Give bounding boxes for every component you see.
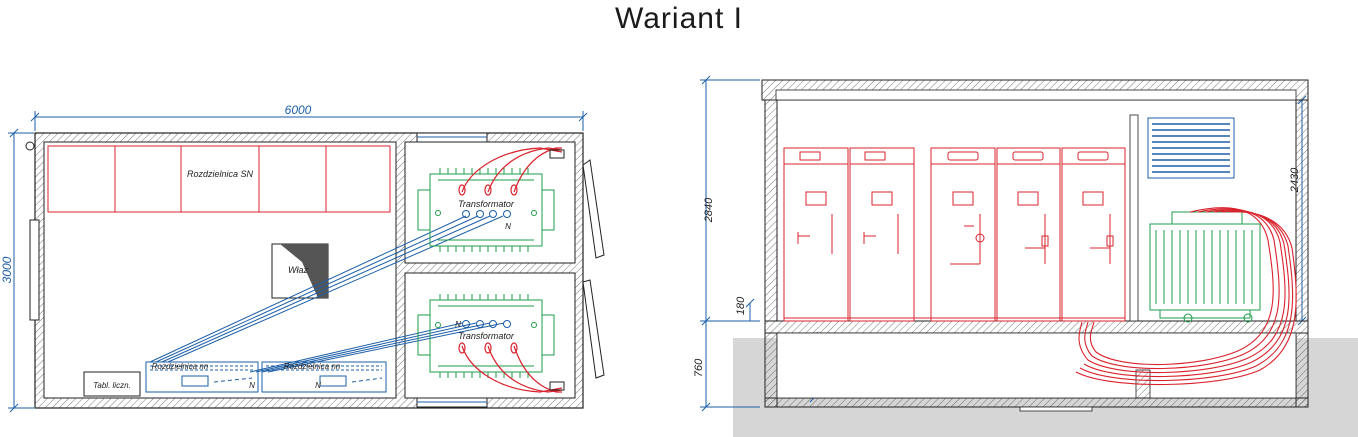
transformer-2-hv-cables	[458, 342, 563, 393]
switchgear-cells	[783, 147, 1126, 322]
transformer-1	[417, 168, 555, 252]
lv-switchgear-1-label: Rozdzielnica nn	[152, 362, 209, 371]
transformer-2	[417, 294, 555, 378]
transformer-2-neutral-label: N	[455, 320, 461, 329]
transformer-section	[1149, 211, 1261, 323]
meter-board	[83, 371, 141, 397]
switchgear-sn-label: Rozdzielnica SN	[187, 169, 254, 179]
section-cables	[1075, 207, 1297, 386]
section-structure	[761, 79, 1309, 412]
meter-board-label: Tabl. liczn.	[93, 381, 131, 390]
lv-switchgear-1-neutral: N	[249, 381, 255, 390]
floor-hatch	[271, 243, 329, 299]
lv-switchgear-2-label: Rozdzielnica nn	[284, 362, 341, 371]
transformer-1-label: Transformator	[458, 199, 515, 209]
floor-hatch-label: Właz	[288, 265, 308, 275]
transformer-1-bushings	[462, 210, 511, 218]
plan-view: 6000 3000	[0, 103, 605, 413]
lv-switchgear-2-neutral: N	[315, 381, 321, 390]
plan-height-label: 3000	[0, 256, 14, 283]
switchgear-sn	[47, 145, 391, 213]
transformer-1-hv-cables	[458, 147, 563, 196]
transformer-2-bushings	[462, 320, 511, 328]
lv-switchgear-1	[145, 361, 259, 393]
plan-width-label: 6000	[285, 103, 312, 117]
total-height-label: 2840	[703, 197, 715, 223]
plan-height-dimension	[8, 128, 34, 413]
floor-label: 180	[735, 296, 747, 315]
ventilation-grille	[1147, 117, 1235, 179]
basement-label: 760	[693, 358, 705, 377]
plan-doors	[29, 132, 605, 408]
transformer-2-label: Transformator	[458, 331, 515, 341]
lv-switchgear-2	[261, 361, 387, 393]
plan-width-dimension	[30, 111, 588, 131]
plan-corner-marker	[25, 141, 35, 151]
transformer-1-neutral-label: N	[505, 222, 511, 231]
drawing-title: Wariant I	[615, 2, 743, 35]
section-view: 2840 180 760 650 2430	[693, 75, 1358, 437]
transformer-1-terminal	[549, 149, 565, 159]
transformer-2-terminal	[549, 381, 565, 391]
